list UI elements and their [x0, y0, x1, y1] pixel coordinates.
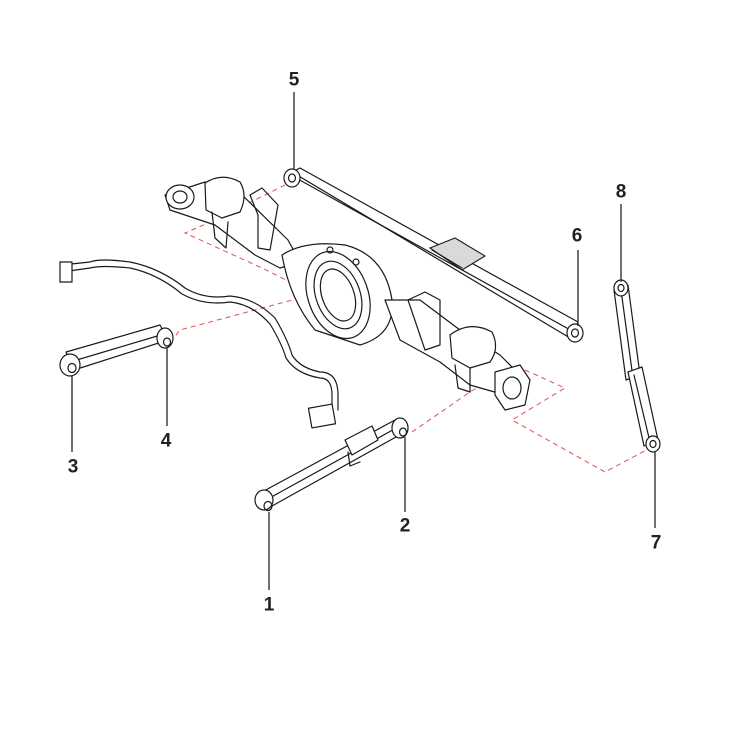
callout-7: 7 — [650, 532, 662, 554]
callout-3: 3 — [67, 456, 79, 478]
lower-control-arm — [255, 418, 408, 511]
callout-4: 4 — [160, 430, 172, 452]
short-lower-arm — [60, 325, 173, 376]
upper-control-arm — [284, 168, 583, 342]
stabilizer-end-bracket-right — [308, 404, 335, 428]
callout-1: 1 — [263, 594, 275, 616]
rear-axle-housing — [165, 177, 530, 410]
callout-5: 5 — [288, 69, 300, 91]
stabilizer-end-bracket-left — [60, 262, 72, 282]
callout-6: 6 — [571, 225, 583, 247]
shock-absorber — [614, 280, 660, 452]
callout-8: 8 — [615, 181, 627, 203]
callout-leaders — [71, 92, 656, 590]
stabilizer-bar — [60, 260, 338, 428]
callout-2: 2 — [399, 515, 411, 537]
